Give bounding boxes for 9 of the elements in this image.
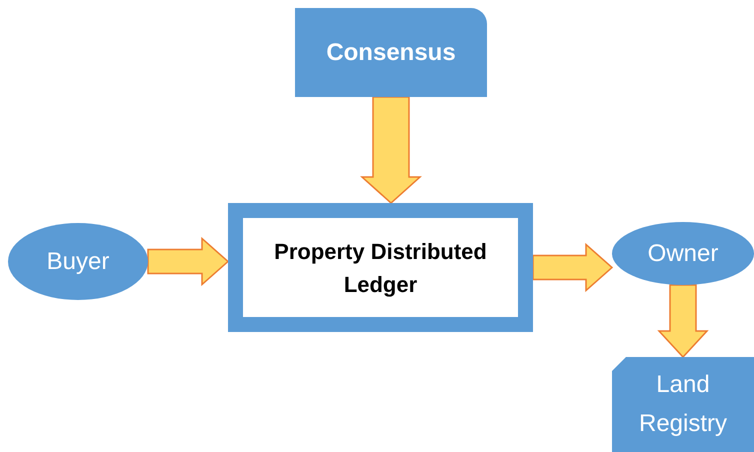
process-box: Consensus bbox=[295, 8, 487, 97]
actor-ellipse: Owner bbox=[612, 222, 754, 285]
ledger-box: Property Distributed Ledger bbox=[228, 203, 533, 332]
actor-ellipse: Buyer bbox=[8, 223, 148, 300]
registry-box: Land Registry bbox=[612, 357, 754, 452]
block-arrow bbox=[360, 96, 422, 204]
block-arrow bbox=[657, 284, 709, 358]
block-arrow bbox=[147, 236, 230, 286]
block-arrow bbox=[532, 242, 614, 292]
